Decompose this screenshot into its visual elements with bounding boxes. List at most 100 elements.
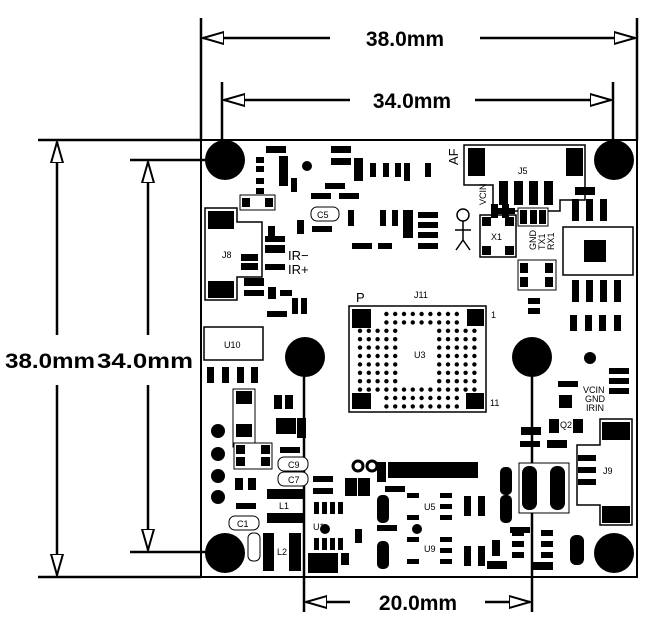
bga-ball — [393, 404, 398, 409]
bga-ball — [445, 387, 451, 392]
bga-ball — [393, 345, 398, 350]
dimension-top-outer — [199, 18, 639, 140]
dimension-label-38mm-left: 38.0mm — [5, 350, 95, 373]
bga-ball — [463, 353, 468, 359]
mounting-holes — [205, 140, 634, 573]
svg-text:L1: L1 — [279, 501, 289, 511]
bga-ball — [472, 379, 477, 384]
svg-text:C7: C7 — [288, 475, 300, 485]
bga-ball — [463, 328, 468, 333]
bga-ball — [410, 311, 415, 317]
chip-u5: U5 — [407, 493, 452, 520]
svg-text:L2: L2 — [277, 547, 287, 557]
person-icon — [455, 208, 471, 251]
mounting-hole-top-left — [205, 140, 245, 180]
bga-ball — [428, 395, 433, 401]
mounting-hole-bottom-right — [594, 533, 634, 573]
resistor-array — [345, 459, 478, 496]
bga-ball — [375, 387, 380, 392]
bga-ball — [472, 370, 477, 375]
label-pin-1: 1 — [491, 310, 496, 320]
bga-ball — [384, 362, 389, 367]
bga-ball — [445, 370, 451, 375]
bga-ball — [366, 328, 371, 333]
bga-ball — [445, 320, 451, 325]
bga-ball — [366, 362, 371, 367]
bga-ball — [419, 320, 424, 325]
bga-ball — [472, 387, 477, 392]
bga-ball — [419, 311, 424, 317]
chip-u1: U1 — [313, 502, 343, 550]
bga-ball — [445, 311, 451, 317]
bga-ball — [454, 362, 459, 367]
bga-ball — [375, 362, 380, 367]
label-gnd-top: GND — [528, 230, 538, 251]
bga-ball — [445, 353, 451, 359]
bga-ball — [357, 345, 363, 350]
dimension-left-outer — [38, 138, 201, 579]
bga-ball — [419, 395, 424, 401]
inductor-l1: L1 — [267, 489, 304, 523]
bga-ball — [445, 362, 451, 367]
bga-ball — [410, 395, 415, 401]
bga-ball — [393, 370, 398, 375]
connector-j9: J9 — [576, 418, 633, 526]
bga-ball — [463, 387, 468, 392]
bga-ball — [463, 362, 468, 367]
bga-ball — [393, 320, 398, 325]
bga-ball — [357, 370, 363, 375]
bga-ball — [437, 311, 442, 317]
bga-ball — [384, 370, 389, 375]
bga-ball — [375, 337, 380, 342]
svg-text:C1: C1 — [237, 519, 249, 529]
connector-j8: J8 — [204, 207, 263, 301]
chip-u9: U9 — [407, 537, 452, 564]
capacitor-c7: C7 — [277, 471, 309, 487]
bga-ball — [401, 311, 407, 317]
bga-ball — [401, 320, 407, 325]
bga-ball — [366, 370, 371, 375]
bga-ball — [357, 379, 363, 384]
svg-text:C9: C9 — [288, 460, 300, 470]
svg-text:X1: X1 — [491, 232, 502, 242]
bga-ball — [366, 353, 371, 359]
bga-ball — [454, 404, 459, 409]
bga-ball — [410, 404, 415, 409]
mounting-hole-bottom-left — [205, 533, 245, 573]
bga-ball — [384, 379, 389, 384]
bga-ball — [463, 337, 468, 342]
label-gnd: GND — [585, 394, 606, 404]
connector-j5: J5 — [463, 144, 586, 212]
bga-ball — [428, 404, 433, 409]
svg-text:U1: U1 — [313, 522, 325, 532]
bga-ball — [419, 387, 424, 392]
bga-ball — [437, 395, 442, 401]
bga-ball — [454, 387, 459, 392]
label-irin: IRIN — [586, 403, 604, 413]
bga-ball — [366, 337, 371, 342]
bga-ball — [437, 370, 442, 375]
bga-ball — [445, 379, 451, 384]
chip-u10: U10 — [203, 326, 264, 383]
bga-ball — [384, 320, 389, 325]
bga-ball — [357, 337, 363, 342]
svg-text:J9: J9 — [603, 466, 613, 476]
bga-ball — [393, 337, 398, 342]
bga-ball — [384, 311, 389, 317]
bga-ball — [454, 345, 459, 350]
label-vcin-top: VCIN — [478, 183, 488, 205]
svg-text:J8: J8 — [222, 250, 232, 260]
svg-text:U3: U3 — [414, 350, 426, 360]
bga-ball — [472, 362, 477, 367]
bga-ball — [384, 404, 389, 409]
label-ir-plus: IR+ — [288, 262, 309, 277]
bga-ball — [437, 379, 442, 384]
bga-ball — [375, 345, 380, 350]
bga-ball — [454, 328, 459, 333]
bga-ball — [384, 387, 389, 392]
bga-ball — [437, 387, 442, 392]
mounting-hole-center-right — [512, 337, 552, 377]
bga-ball — [366, 387, 371, 392]
bga-ball — [401, 387, 407, 392]
